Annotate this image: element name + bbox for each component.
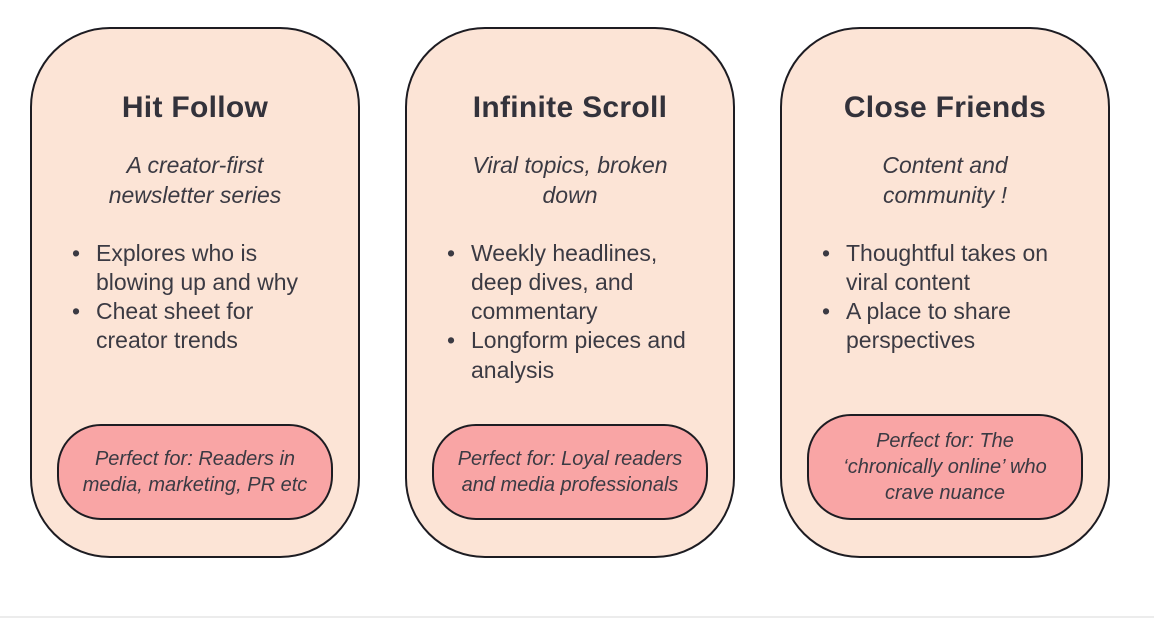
bullet-item: Thoughtful takes on viral content [816,239,1074,297]
bullet-item: A place to share perspectives [816,297,1074,355]
bullet-item: Explores who is blowing up and why [66,239,324,297]
card-subtitle: Viral topics, broken down [472,152,668,208]
perfect-for-pill: Perfect for: Readers in media, marketing… [57,424,333,520]
card-hit-follow: Hit Follow A creator-first newsletter se… [30,27,360,558]
card-subtitle: A creator-first newsletter series [108,152,282,208]
newsletter-cards-row: Hit Follow A creator-first newsletter se… [30,27,1110,558]
card-subtitle: Content and community ! [882,152,1008,208]
bottom-edge-divider [0,616,1154,618]
card-bullet-list: Weekly headlines, deep dives, and commen… [441,239,699,385]
card-title: Hit Follow [121,91,269,124]
bullet-item: Cheat sheet for creator trends [66,297,324,355]
card-title: Infinite Scroll [472,91,668,124]
card-close-friends: Close Friends Content and community ! Th… [780,27,1110,558]
bullet-item: Weekly headlines, deep dives, and commen… [441,239,699,327]
bullet-item: Longform pieces and analysis [441,326,699,384]
perfect-for-pill: Perfect for: Loyal readers and media pro… [432,424,708,520]
perfect-for-pill: Perfect for: The ‘chronically online’ wh… [807,414,1083,520]
card-infinite-scroll: Infinite Scroll Viral topics, broken dow… [405,27,735,558]
card-bullet-list: Explores who is blowing up and why Cheat… [66,239,324,356]
card-bullet-list: Thoughtful takes on viral content A plac… [816,239,1074,356]
card-title: Close Friends [843,91,1047,124]
